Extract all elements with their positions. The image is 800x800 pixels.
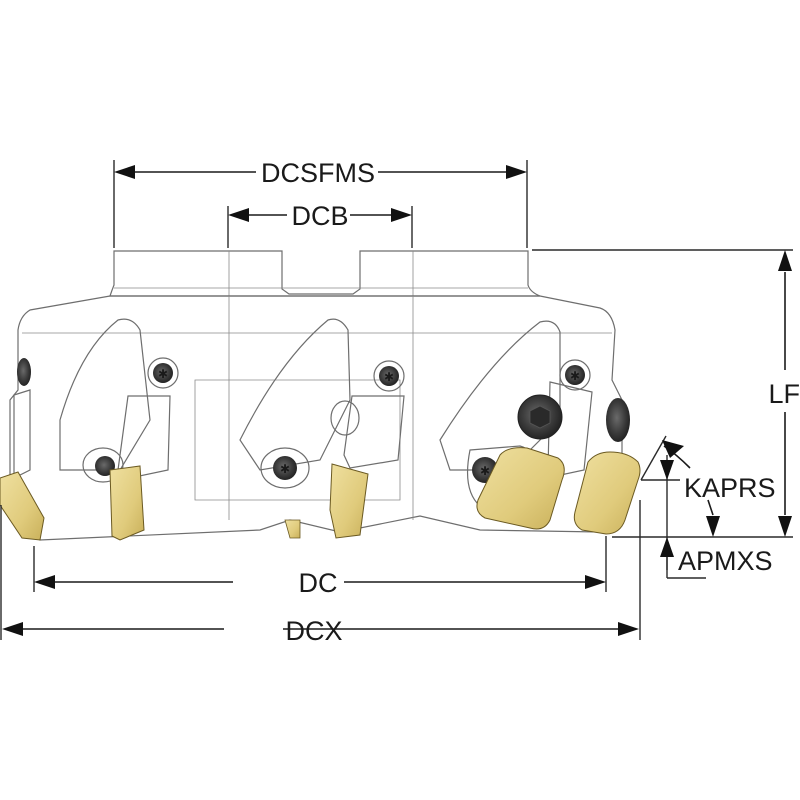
wedge-center: [343, 395, 405, 469]
svg-text:✱: ✱: [480, 464, 490, 478]
insert-screw-center: ✱: [260, 447, 310, 489]
chip-pocket-center: [239, 318, 351, 471]
dimension-dcx: DCX: [0, 505, 639, 646]
screws: ✱ ✱ ✱ ✱ ✱: [17, 357, 630, 507]
dimension-lf: LF: [532, 249, 800, 538]
wedge-far-left: [13, 389, 31, 479]
clamp-screw-right: ✱: [559, 359, 591, 391]
hex-wedge-screw-right: [517, 394, 563, 440]
cutter-hub: [109, 250, 541, 297]
wedge-screw-center: [330, 400, 360, 436]
clamp-screw-left: ✱: [147, 357, 179, 389]
svg-text:✱: ✱: [570, 369, 580, 383]
insert-2: [109, 465, 145, 541]
kaprs-label: KAPRS: [684, 473, 776, 503]
dimension-dcb: DCB: [227, 201, 413, 248]
side-screw-far-right: [606, 398, 630, 442]
dc-label: DC: [299, 568, 338, 598]
chip-pocket-left: [59, 318, 151, 471]
side-screw-far-left: [17, 358, 31, 386]
insert-4: [476, 447, 565, 530]
lf-label: LF: [768, 379, 800, 409]
chip-pocket-right: [439, 320, 561, 471]
cutter-body: [9, 295, 623, 541]
clamp-screw-center: ✱: [373, 360, 405, 392]
dcx-label: DCX: [285, 616, 342, 646]
svg-text:✱: ✱: [280, 462, 290, 476]
svg-text:✱: ✱: [158, 367, 168, 381]
apmxs-label: APMXS: [678, 546, 773, 576]
dimension-apmxs: APMXS: [639, 500, 773, 640]
insert-5: [573, 451, 641, 535]
dimension-dc: DC: [33, 536, 607, 598]
dimension-dcsfms: DCSFMS: [113, 158, 528, 248]
dimension-kaprs: KAPRS: [640, 435, 776, 570]
dcb-label: DCB: [291, 201, 348, 231]
svg-text:✱: ✱: [384, 370, 394, 384]
dcsfms-label: DCSFMS: [261, 158, 375, 188]
insert-3: [284, 463, 369, 539]
wedge-left: [117, 395, 171, 479]
insert-1: [0, 471, 45, 541]
